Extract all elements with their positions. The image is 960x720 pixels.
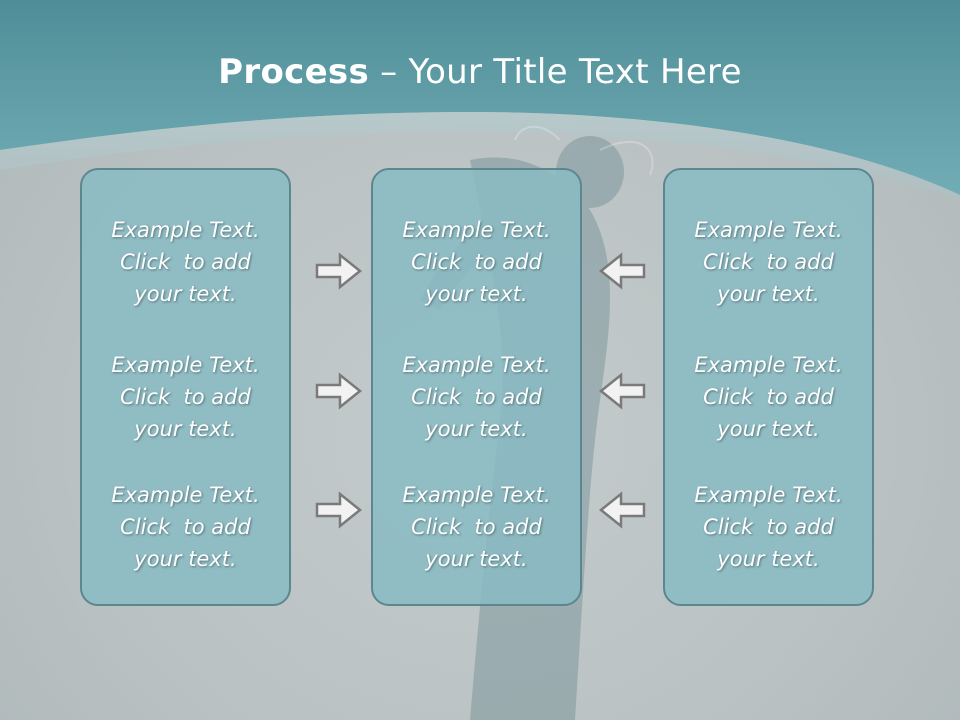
- box-entry[interactable]: Example Text. Click to add your text.: [402, 483, 551, 571]
- box-entry[interactable]: Example Text. Click to add your text.: [694, 353, 843, 441]
- header-banner: [0, 0, 960, 200]
- process-box-right[interactable]: Example Text. Click to add your text. Ex…: [663, 168, 874, 606]
- arrow-left-icon: [598, 252, 646, 290]
- arrow-right-icon: [315, 491, 363, 529]
- title-bold: Process: [218, 52, 370, 92]
- box-entry[interactable]: Example Text. Click to add your text.: [402, 218, 551, 306]
- box-entry[interactable]: Example Text. Click to add your text.: [402, 353, 551, 441]
- arrow-right-icon: [315, 372, 363, 410]
- box-entry[interactable]: Example Text. Click to add your text.: [111, 353, 260, 441]
- process-box-left[interactable]: Example Text. Click to add your text. Ex…: [80, 168, 291, 606]
- arrow-left-icon: [598, 491, 646, 529]
- box-entry[interactable]: Example Text. Click to add your text.: [694, 483, 843, 571]
- arrow-left-icon: [598, 372, 646, 410]
- process-box-center[interactable]: Example Text. Click to add your text. Ex…: [371, 168, 582, 606]
- box-entry[interactable]: Example Text. Click to add your text.: [111, 218, 260, 306]
- box-entry[interactable]: Example Text. Click to add your text.: [694, 218, 843, 306]
- page-title[interactable]: Process – Your Title Text Here: [0, 52, 960, 92]
- arrow-right-icon: [315, 252, 363, 290]
- title-rest: – Your Title Text Here: [369, 52, 742, 92]
- box-entry[interactable]: Example Text. Click to add your text.: [111, 483, 260, 571]
